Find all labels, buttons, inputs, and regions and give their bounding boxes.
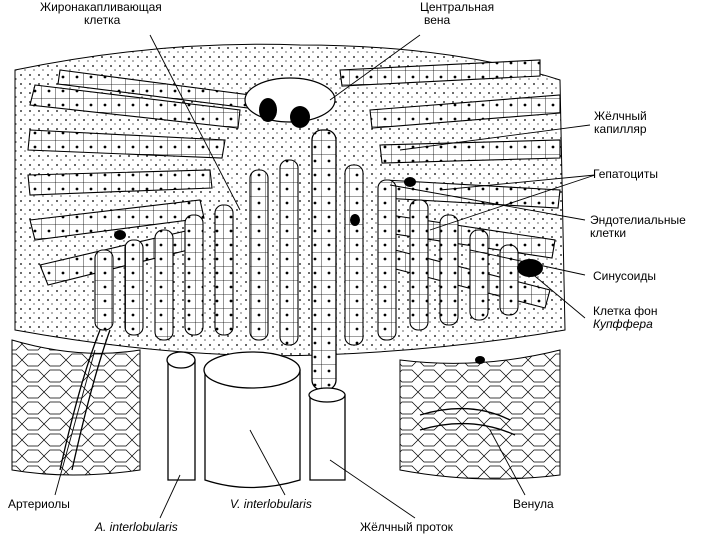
label-endothelial-cells: Эндотелиальные клетки xyxy=(590,213,686,240)
interlobular-vessels xyxy=(59,329,516,489)
bile-duct-column xyxy=(311,129,337,391)
hepatocyte-cords xyxy=(94,159,519,346)
label-bile-capillary: Жёлчный капилляр xyxy=(594,109,647,136)
label-bile-duct: Жёлчный проток xyxy=(360,520,453,534)
kupffer-cells xyxy=(114,177,543,364)
label-hepatocytes: Гепатоциты xyxy=(593,167,659,181)
leader-lines xyxy=(54,34,596,519)
label-sinusoids: Синусоиды xyxy=(593,269,656,283)
label-venule: Венула xyxy=(513,497,554,511)
label-kupffer-cell: Клетка фон Купффера xyxy=(593,304,658,331)
connective-tissue-mesh xyxy=(11,339,561,480)
label-fat-storing-cell: Жиронакапливающая клетка xyxy=(40,0,162,27)
label-v-interlobularis: V. interlobularis xyxy=(230,497,312,511)
label-central-vein: Центральная вена xyxy=(420,0,495,27)
label-arterioles: Артериолы xyxy=(8,497,70,511)
central-vein xyxy=(244,77,336,128)
label-a-interlobularis: A. interlobularis xyxy=(95,520,178,534)
